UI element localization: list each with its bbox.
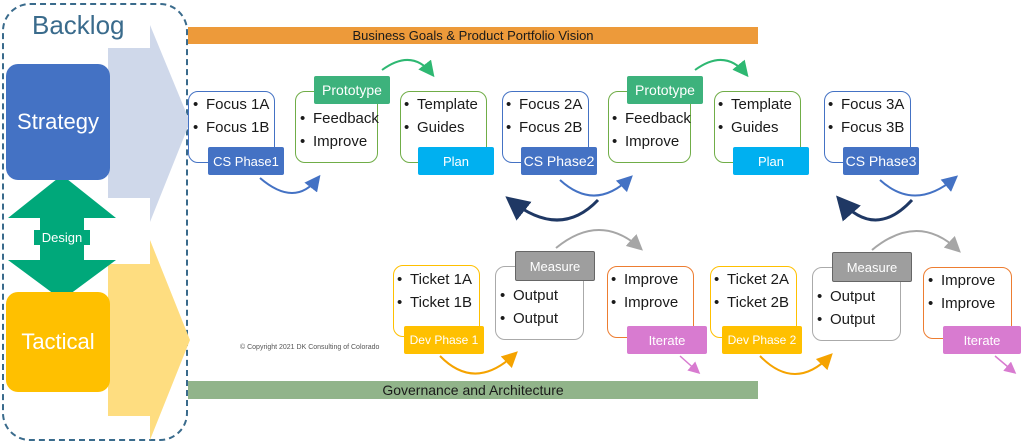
- arrow-measure1-to-iterate1: [555, 229, 643, 251]
- arrow-dev1-to-measure1: [439, 351, 518, 375]
- business-goals-bar: Business Goals & Product Portfolio Visio…: [188, 27, 758, 44]
- iterate1-list: ImproveImprove: [611, 268, 678, 314]
- strategy-arrow-shape: [108, 25, 190, 222]
- dev-phase1-list: Ticket 1ATicket 1B: [397, 268, 472, 314]
- arrow-cs2-to-proto2: [559, 175, 633, 197]
- governance-bar: Governance and Architecture: [188, 381, 758, 399]
- dev-phase2-tag: Dev Phase 2: [722, 326, 802, 354]
- plan2-tag: Plan: [733, 147, 809, 175]
- iterate2-tag: Iterate: [943, 326, 1021, 354]
- arrow-back-to-cs3: [836, 195, 914, 222]
- prototype1-list: FeedbackImprove: [300, 107, 379, 153]
- cs-phase3-list: Focus 3AFocus 3B: [828, 93, 904, 139]
- arrow-back-to-cs2: [505, 196, 600, 222]
- cs-phase2-tag: CS Phase2: [521, 147, 597, 175]
- iterate1-tag: Iterate: [627, 326, 707, 354]
- cs-phase1-tag: CS Phase1: [208, 147, 284, 175]
- backlog-panel: [2, 3, 188, 441]
- measure2-list: OutputOutput: [817, 285, 875, 331]
- cs-phase1-list: Focus 1AFocus 1B: [193, 93, 269, 139]
- plan1-tag: Plan: [418, 147, 494, 175]
- tactical-arrow-shape: [108, 240, 190, 440]
- prototype2-tag: Prototype: [627, 76, 703, 104]
- copyright-text: © Copyright 2021 DK Consulting of Colora…: [240, 344, 380, 351]
- arrow-iterate2-out: [994, 355, 1017, 374]
- strategy-box: Strategy: [6, 64, 110, 180]
- arrow-proto1-to-plan1: [381, 59, 435, 78]
- plan2-list: TemplateGuides: [718, 93, 792, 139]
- arrow-cs1-to-proto1: [259, 174, 321, 194]
- arrow-cs3-forward: [879, 175, 959, 197]
- arrow-proto2-to-plan2: [694, 58, 749, 78]
- measure1-list: OutputOutput: [500, 284, 558, 330]
- measure1-tag: Measure: [515, 251, 595, 281]
- measure2-tag: Measure: [832, 252, 912, 282]
- plan1-list: TemplateGuides: [404, 93, 478, 139]
- dev-phase1-tag: Dev Phase 1: [404, 326, 484, 354]
- design-label: Design: [34, 230, 90, 245]
- cs-phase2-list: Focus 2AFocus 2B: [506, 93, 582, 139]
- prototype2-list: FeedbackImprove: [612, 107, 691, 153]
- cs-phase3-tag: CS Phase3: [843, 147, 919, 175]
- prototype1-tag: Prototype: [314, 76, 390, 104]
- arrow-measure2-to-iterate2: [871, 230, 961, 253]
- arrow-dev2-to-measure2: [759, 353, 833, 375]
- arrow-iterate1-out: [679, 355, 701, 374]
- backlog-title: Backlog: [32, 10, 125, 40]
- dev-phase2-list: Ticket 2ATicket 2B: [714, 268, 789, 314]
- tactical-box: Tactical: [6, 292, 110, 392]
- iterate2-list: ImproveImprove: [928, 269, 995, 315]
